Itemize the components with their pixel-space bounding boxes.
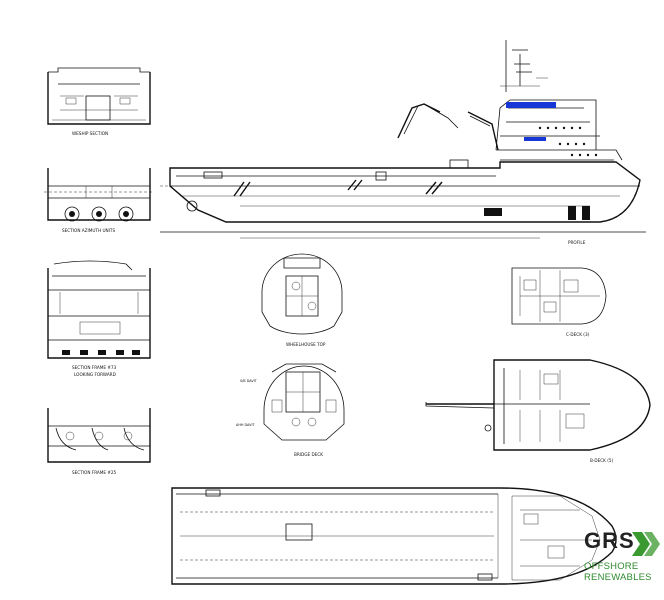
weship-section-label: WESHIP SECTION [72,131,108,136]
looking-forward-label: LOOKING FORWARD [74,372,116,377]
profile-label: PROFILE [568,240,586,245]
azimuth-section-view: SECTION AZIMUTH UNITS [44,168,154,233]
b-deck-view: B-DECK (5) [425,359,651,463]
logo-brand-text: GRS [584,528,635,553]
logo-line1: OFFSHORE [584,561,639,572]
b-deck-label: B-DECK (5) [590,458,614,463]
logo-line2: RENEWABLES [584,572,652,583]
grs-logo: GRS OFFSHORE RENEWABLES [584,528,662,590]
weship-section-view: WESHIP SECTION [47,67,151,136]
main-deck-plan [171,487,617,585]
svg-text:AHH DAVIT: AHH DAVIT [236,423,255,427]
frame-73-label: SECTION FRAME #73 [72,365,117,370]
svg-text:S/B DAVIT: S/B DAVIT [240,379,258,383]
frame-73-section-view: SECTION FRAME #73 LOOKING FORWARD [47,260,151,377]
frame-25-section-view: SECTION FRAME #25 [47,408,151,475]
logo-chevrons-icon [632,532,660,556]
c-deck-view: C-DECK (3) [511,267,607,337]
azimuth-section-label: SECTION AZIMUTH UNITS [62,228,115,233]
c-deck-label: C-DECK (3) [566,332,590,337]
bridge-deck-view: S/B DAVIT AHH DAVIT BRIDGE DECK [236,363,345,457]
bridge-deck-label: BRIDGE DECK [294,452,323,457]
frame-25-label: SECTION FRAME #25 [72,470,117,475]
wheelhouse-top-label: WHEELHOUSE TOP [286,342,326,347]
profile-view: PROFILE [160,40,646,245]
wheelhouse-top-view: WHEELHOUSE TOP [261,253,343,347]
